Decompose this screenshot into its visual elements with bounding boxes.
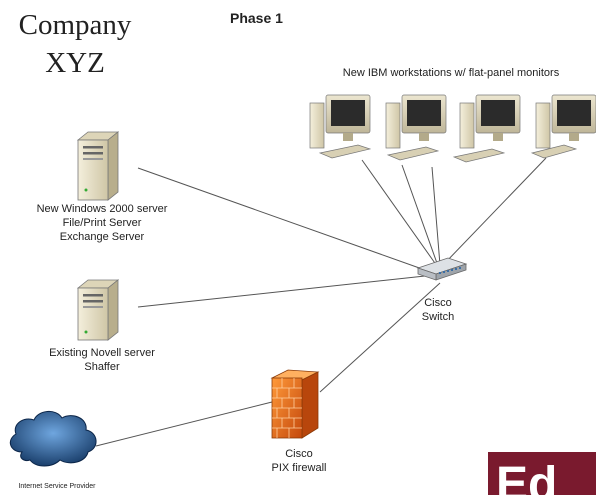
novell-server-label-line2: Shaffer [84,361,120,373]
company-title-line2: XYZ [45,47,105,79]
logo-icon: Ed [488,440,596,495]
link-workstation-4 [443,157,547,265]
firewall-label-line1: Cisco [285,448,313,460]
switch-label: Cisco Switch [408,296,468,324]
workstation-icon-3 [452,94,521,163]
switch-icon [416,257,468,281]
link-workstation-1 [361,159,438,267]
novell-server-label: Existing Novell server Shaffer [22,346,182,374]
firewall-label: Cisco PIX firewall [254,447,344,475]
link-workstation-2 [401,164,439,267]
phase-label: Phase 1 [230,10,283,26]
workstation-icon-1 [309,94,372,159]
workstation-icon-4 [530,94,596,159]
windows-server-icon [76,131,120,201]
windows-server-label-line2: File/Print Server [62,217,142,229]
novell-server-label-line1: Existing Novell server [49,347,155,359]
isp-label: Internet Service Provider [18,483,96,490]
firewall-icon [270,369,320,439]
svg-text:Ed: Ed [496,458,557,495]
workstations-label: New IBM workstations w/ flat-panel monit… [342,67,560,79]
company-title-line1: Company [18,9,132,41]
connection-lines [95,157,547,447]
company-title: Company XYZ [0,6,150,82]
novell-server-icon [76,279,120,341]
link-isp [95,401,273,447]
switch-label-line2: Switch [421,311,455,323]
windows-server-label-line3: Exchange Server [59,231,145,243]
windows-server-label-line1: New Windows 2000 server [36,203,168,215]
link-firewall [319,282,441,393]
link-workstation-3 [431,166,441,266]
windows-server-label: New Windows 2000 server File/Print Serve… [12,202,192,244]
link-windows-server [137,167,426,271]
firewall-label-line2: PIX firewall [271,462,327,474]
switch-label-line1: Cisco [424,297,452,309]
workstation-icon-2 [385,94,447,161]
cloud-icon [9,411,97,467]
link-novell-server [137,275,426,308]
